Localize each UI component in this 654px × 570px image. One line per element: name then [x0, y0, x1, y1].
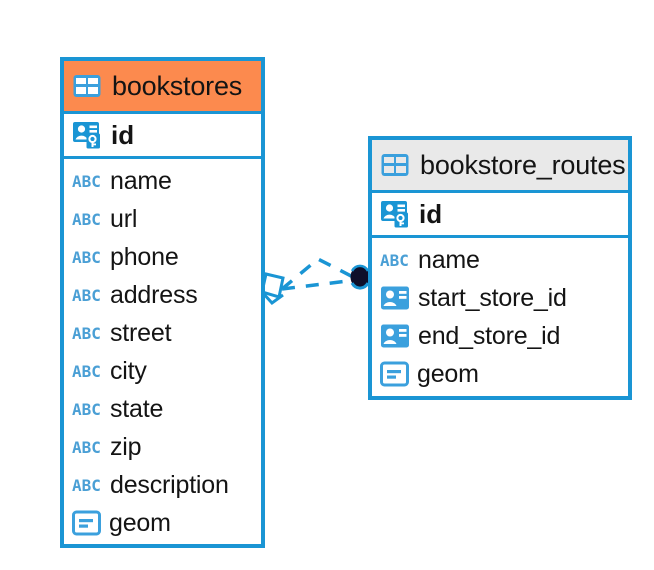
geometry-icon [72, 510, 101, 536]
field-row[interactable]: ABC description [72, 466, 253, 504]
field-label: geom [109, 508, 171, 537]
field-row[interactable]: ABC state [72, 390, 253, 428]
abc-text-icon: ABC [72, 209, 102, 229]
field-label: url [110, 204, 138, 233]
field-row[interactable]: ABC zip [72, 428, 253, 466]
field-row[interactable]: ABC name [72, 162, 253, 200]
field-label: city [110, 356, 147, 385]
field-list-bookstore-routes: ABC name start_store_id [372, 238, 628, 399]
primary-key-icon [380, 198, 412, 230]
relationship-line-upper [280, 256, 356, 291]
entity-bookstore-routes[interactable]: bookstore_routes id [368, 136, 632, 400]
primary-key-row[interactable]: id [372, 190, 628, 238]
field-row[interactable]: geom [72, 504, 253, 542]
abc-text-icon: ABC [72, 475, 102, 495]
abc-text-icon: ABC [72, 361, 102, 381]
field-label: name [110, 166, 172, 195]
field-label: street [110, 318, 172, 347]
svg-text:ABC: ABC [72, 172, 101, 191]
svg-text:ABC: ABC [72, 438, 101, 457]
filled-circle-marker [350, 264, 370, 290]
field-label: address [110, 280, 198, 309]
crows-foot-marker [260, 272, 285, 306]
entity-title: bookstore_routes [420, 149, 626, 180]
abc-text-icon: ABC [380, 250, 410, 270]
field-row[interactable]: start_store_id [380, 279, 620, 317]
svg-text:ABC: ABC [72, 362, 101, 381]
entity-header-bookstores[interactable]: bookstores [64, 61, 261, 111]
field-row[interactable]: ABC url [72, 200, 253, 238]
entity-header-bookstore-routes[interactable]: bookstore_routes [372, 140, 628, 190]
field-label: name [418, 245, 480, 274]
table-icon [380, 150, 410, 180]
svg-text:ABC: ABC [72, 324, 101, 343]
abc-text-icon: ABC [72, 399, 102, 419]
entity-bookstores[interactable]: bookstores id [60, 57, 265, 548]
abc-text-icon: ABC [72, 285, 102, 305]
svg-text:ABC: ABC [72, 248, 101, 267]
abc-text-icon: ABC [72, 247, 102, 267]
svg-text:ABC: ABC [72, 286, 101, 305]
field-label: end_store_id [418, 321, 561, 350]
field-row[interactable]: ABC street [72, 314, 253, 352]
svg-text:ABC: ABC [380, 251, 409, 270]
primary-key-label: id [111, 119, 135, 150]
primary-key-icon [72, 119, 104, 151]
relationship-line-lower [281, 278, 357, 291]
entity-title: bookstores [112, 70, 243, 101]
field-row[interactable]: ABC name [380, 241, 620, 279]
field-row[interactable]: geom [380, 355, 620, 393]
field-label: state [110, 394, 164, 423]
abc-text-icon: ABC [72, 171, 102, 191]
primary-key-label: id [419, 198, 443, 229]
primary-key-row[interactable]: id [64, 111, 261, 159]
field-row[interactable]: ABC address [72, 276, 253, 314]
svg-text:ABC: ABC [72, 210, 101, 229]
field-row[interactable]: ABC phone [72, 238, 253, 276]
field-label: start_store_id [418, 283, 567, 312]
svg-text:ABC: ABC [72, 400, 101, 419]
field-label: geom [417, 359, 479, 388]
table-icon [72, 71, 102, 101]
abc-text-icon: ABC [72, 437, 102, 457]
field-list-bookstores: ABC name ABC url ABC pho [64, 159, 261, 548]
field-label: zip [110, 432, 142, 461]
field-label: description [110, 470, 229, 499]
field-label: phone [110, 242, 179, 271]
foreign-key-icon [380, 321, 410, 351]
foreign-key-icon [380, 283, 410, 313]
geometry-icon [380, 361, 409, 387]
field-row[interactable]: end_store_id [380, 317, 620, 355]
abc-text-icon: ABC [72, 323, 102, 343]
field-row[interactable]: ABC city [72, 352, 253, 390]
svg-text:ABC: ABC [72, 476, 101, 495]
